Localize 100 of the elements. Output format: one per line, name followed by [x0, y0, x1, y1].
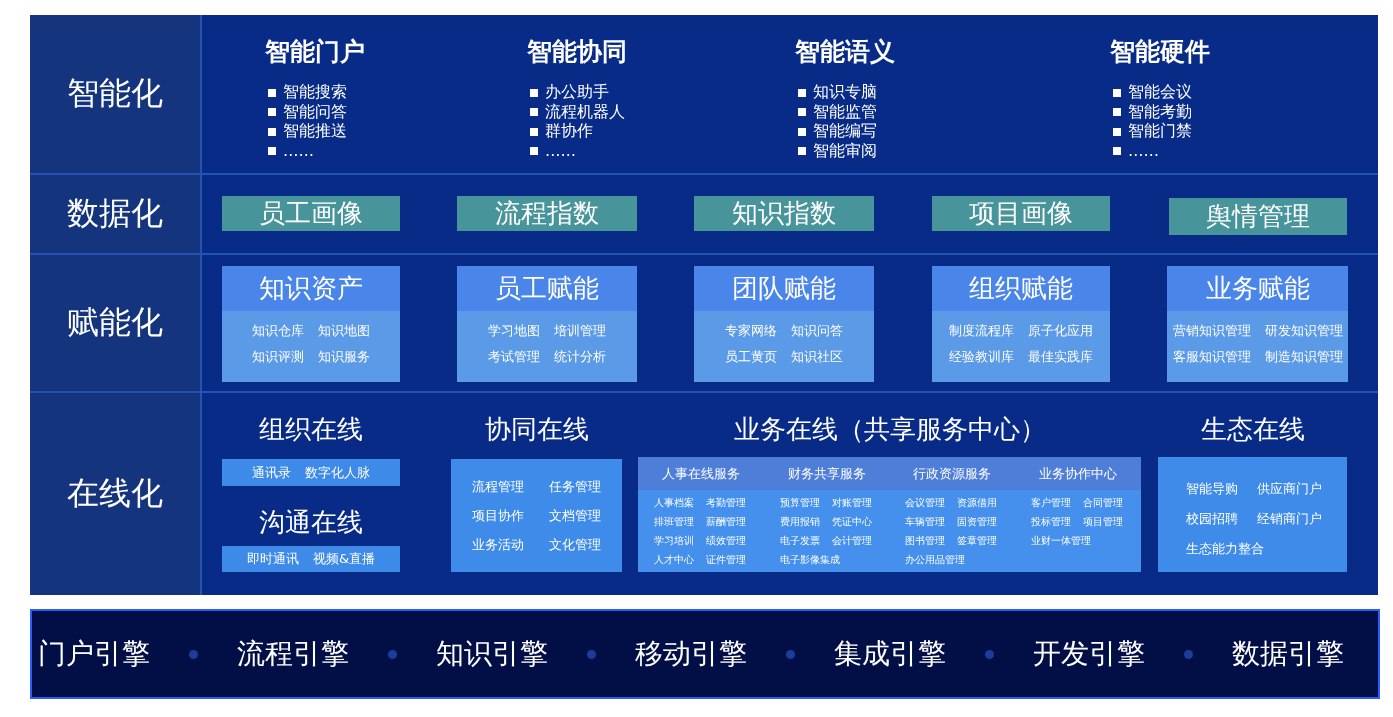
feature-label: 视频&直播 [312, 550, 376, 568]
card-header: 组织赋能 [932, 266, 1110, 311]
feature-label: 生态能力整合 [1186, 541, 1265, 557]
module-heading: 生态在线 [1200, 413, 1305, 445]
feature-label: 图书管理 [905, 534, 945, 548]
feature-label: 考勤管理 [706, 496, 746, 510]
feature-item: 智能问答 [283, 102, 347, 122]
layer-title: 数据化 [30, 175, 202, 253]
feature-label: 车辆管理 [905, 515, 945, 529]
feature-label: 会议管理 [905, 496, 945, 510]
feature-label: 原子化应用 [1028, 322, 1093, 340]
feature-item: 智能推送 [283, 122, 347, 141]
feature-label: 办公用品管理 [905, 553, 966, 567]
capability-card [1167, 266, 1348, 382]
engine-label: 知识引擎 [436, 636, 548, 672]
feature-label: 投标管理 [1031, 515, 1071, 529]
feature-label: 合同管理 [1083, 496, 1123, 510]
card-header: 业务赋能 [1167, 266, 1348, 311]
capability-card [694, 266, 874, 382]
feature-label: 学习地图 [488, 322, 540, 340]
feature-label: 会计管理 [832, 534, 872, 548]
feature-label: 员工黄页 [725, 348, 777, 366]
feature-item: 智能门禁 [1128, 122, 1192, 141]
feature-heading: 智能硬件 [1110, 37, 1210, 67]
engine-label: 移动引擎 [635, 636, 747, 672]
feature-label: 即时通讯 [246, 550, 299, 568]
feature-item: 智能监管 [813, 102, 877, 122]
capability-card [457, 266, 637, 382]
feature-item: 流程机器人 [545, 102, 625, 122]
feature-label: 培训管理 [554, 322, 606, 340]
feature-label: 薪酬管理 [706, 515, 746, 529]
feature-label: 固资管理 [957, 515, 997, 529]
data-tile: 员工画像 [222, 196, 400, 231]
feature-item: 知识专脑 [813, 83, 877, 102]
engine-label: 集成引擎 [834, 636, 946, 672]
feature-label: 排班管理 [654, 515, 694, 529]
module-heading: 业务在线（共享服务中心） [733, 413, 1046, 445]
feature-label: 资源借用 [957, 496, 997, 510]
card-header: 团队赋能 [694, 266, 874, 311]
feature-label: 流程管理 [472, 479, 524, 495]
layer-band [30, 255, 1378, 393]
feature-label: 业务活动 [472, 537, 524, 553]
feature-item: 群协作 [545, 122, 593, 141]
feature-item: 智能审阅 [813, 141, 877, 161]
feature-label: 业财一体管理 [1031, 534, 1092, 548]
feature-label: 凭证中心 [832, 515, 872, 529]
feature-label: 知识服务 [318, 348, 370, 366]
feature-label: 文化管理 [549, 537, 601, 553]
feature-label: 项目管理 [1083, 515, 1123, 529]
feature-label: 考试管理 [488, 348, 540, 366]
feature-item: …… [1128, 141, 1159, 161]
layer-band [30, 175, 1378, 255]
feature-label: 项目协作 [472, 508, 524, 524]
data-tile: 流程指数 [457, 196, 637, 231]
feature-label: 客户管理 [1031, 496, 1071, 510]
column-heading: 人事在线服务 [638, 457, 764, 490]
feature-label: 知识问答 [791, 322, 843, 340]
engine-label: 门户引擎 [38, 636, 150, 672]
feature-label: 预算管理 [780, 496, 820, 510]
layer-title: 赋能化 [30, 255, 202, 391]
feature-item: …… [283, 141, 314, 161]
feature-item: 智能编写 [813, 122, 877, 141]
data-tile: 舆情管理 [1169, 198, 1347, 235]
feature-heading: 智能协同 [527, 37, 627, 67]
feature-label: 校园招聘 [1186, 511, 1238, 527]
layer-band [30, 15, 1378, 175]
feature-label: 营销知识管理 [1172, 322, 1251, 340]
feature-label: 专家网络 [725, 322, 777, 340]
feature-label: 签章管理 [957, 534, 997, 548]
module-heading: 协同在线 [484, 413, 589, 445]
layer-title: 在线化 [30, 393, 202, 595]
feature-label: 文档管理 [549, 508, 601, 524]
feature-label: 知识地图 [318, 322, 370, 340]
feature-label: 统计分析 [554, 348, 606, 366]
feature-label: 供应商门户 [1257, 481, 1322, 497]
layer-band [30, 393, 1378, 595]
data-tile: 项目画像 [932, 196, 1110, 231]
layer-title: 智能化 [30, 15, 202, 173]
feature-label: 人才中心 [654, 553, 694, 567]
engine-band [30, 609, 1380, 699]
engine-label: 流程引擎 [237, 636, 349, 672]
feature-label: 电子发票 [780, 534, 820, 548]
card-header: 员工赋能 [457, 266, 637, 311]
feature-label: 证件管理 [706, 553, 746, 567]
feature-heading: 智能语义 [795, 37, 895, 67]
feature-label: 知识社区 [791, 348, 843, 366]
feature-label: 最佳实践库 [1028, 348, 1093, 366]
module-heading: 组织在线 [259, 413, 363, 445]
feature-label: 对账管理 [832, 496, 872, 510]
feature-label: 通讯录 [252, 463, 291, 482]
module-heading: 沟通在线 [259, 506, 363, 538]
feature-item: …… [545, 141, 576, 161]
feature-label: 研发知识管理 [1264, 322, 1343, 340]
feature-label: 人事档案 [654, 496, 694, 510]
feature-heading: 智能门户 [265, 37, 365, 67]
feature-item: 智能考勤 [1128, 102, 1192, 122]
data-tile: 知识指数 [694, 196, 874, 231]
feature-label: 经销商门户 [1257, 511, 1322, 527]
card-header: 知识资产 [222, 266, 400, 311]
column-heading: 财务共享服务 [764, 457, 889, 490]
